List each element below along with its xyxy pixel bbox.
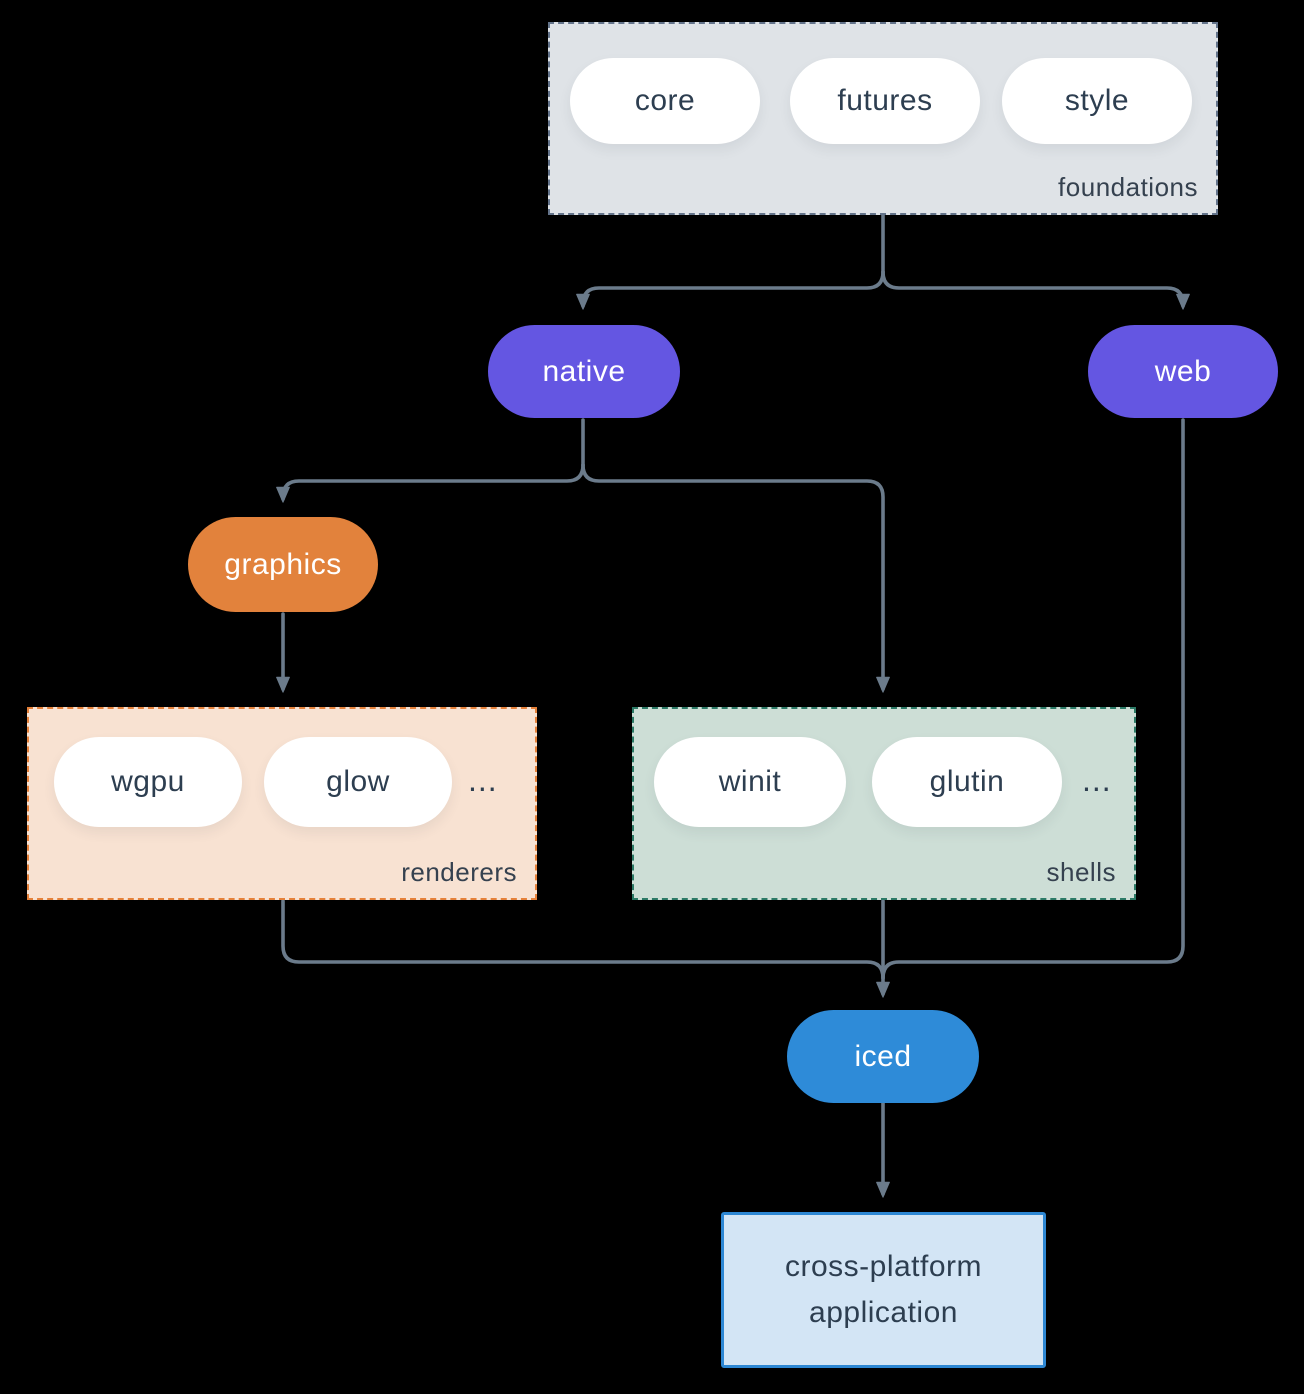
pill-wgpu: wgpu (54, 737, 242, 827)
renderers-label: renderers (401, 857, 517, 887)
application-label-line1: cross-platform (784, 1249, 983, 1283)
shells-ellipsis: ... (1082, 762, 1112, 798)
edge-foundations-native (576, 270, 885, 310)
edge-web-merge (881, 418, 1185, 980)
edge-renderers-merge (281, 899, 885, 980)
node-web: web (1088, 325, 1278, 418)
pill-glow: glow (264, 737, 452, 827)
application-box: cross-platform application (721, 1212, 1046, 1368)
node-native: native (488, 325, 680, 418)
application-label-line2: application (809, 1296, 958, 1329)
pill-futures: futures (790, 58, 980, 144)
foundations-label: foundations (1058, 172, 1198, 202)
pill-winit: winit (654, 737, 846, 827)
edge-native-graphics (276, 463, 585, 503)
node-graphics: graphics (188, 517, 378, 612)
edge-foundations-web (881, 270, 1190, 310)
shells-label: shells (1046, 857, 1116, 887)
pill-style: style (1002, 58, 1192, 144)
pill-glutin: glutin (872, 737, 1062, 827)
renderers-ellipsis: ... (468, 762, 498, 798)
pill-core: core (570, 58, 760, 144)
edge-native-shells (581, 463, 890, 693)
node-iced: iced (787, 1010, 979, 1103)
